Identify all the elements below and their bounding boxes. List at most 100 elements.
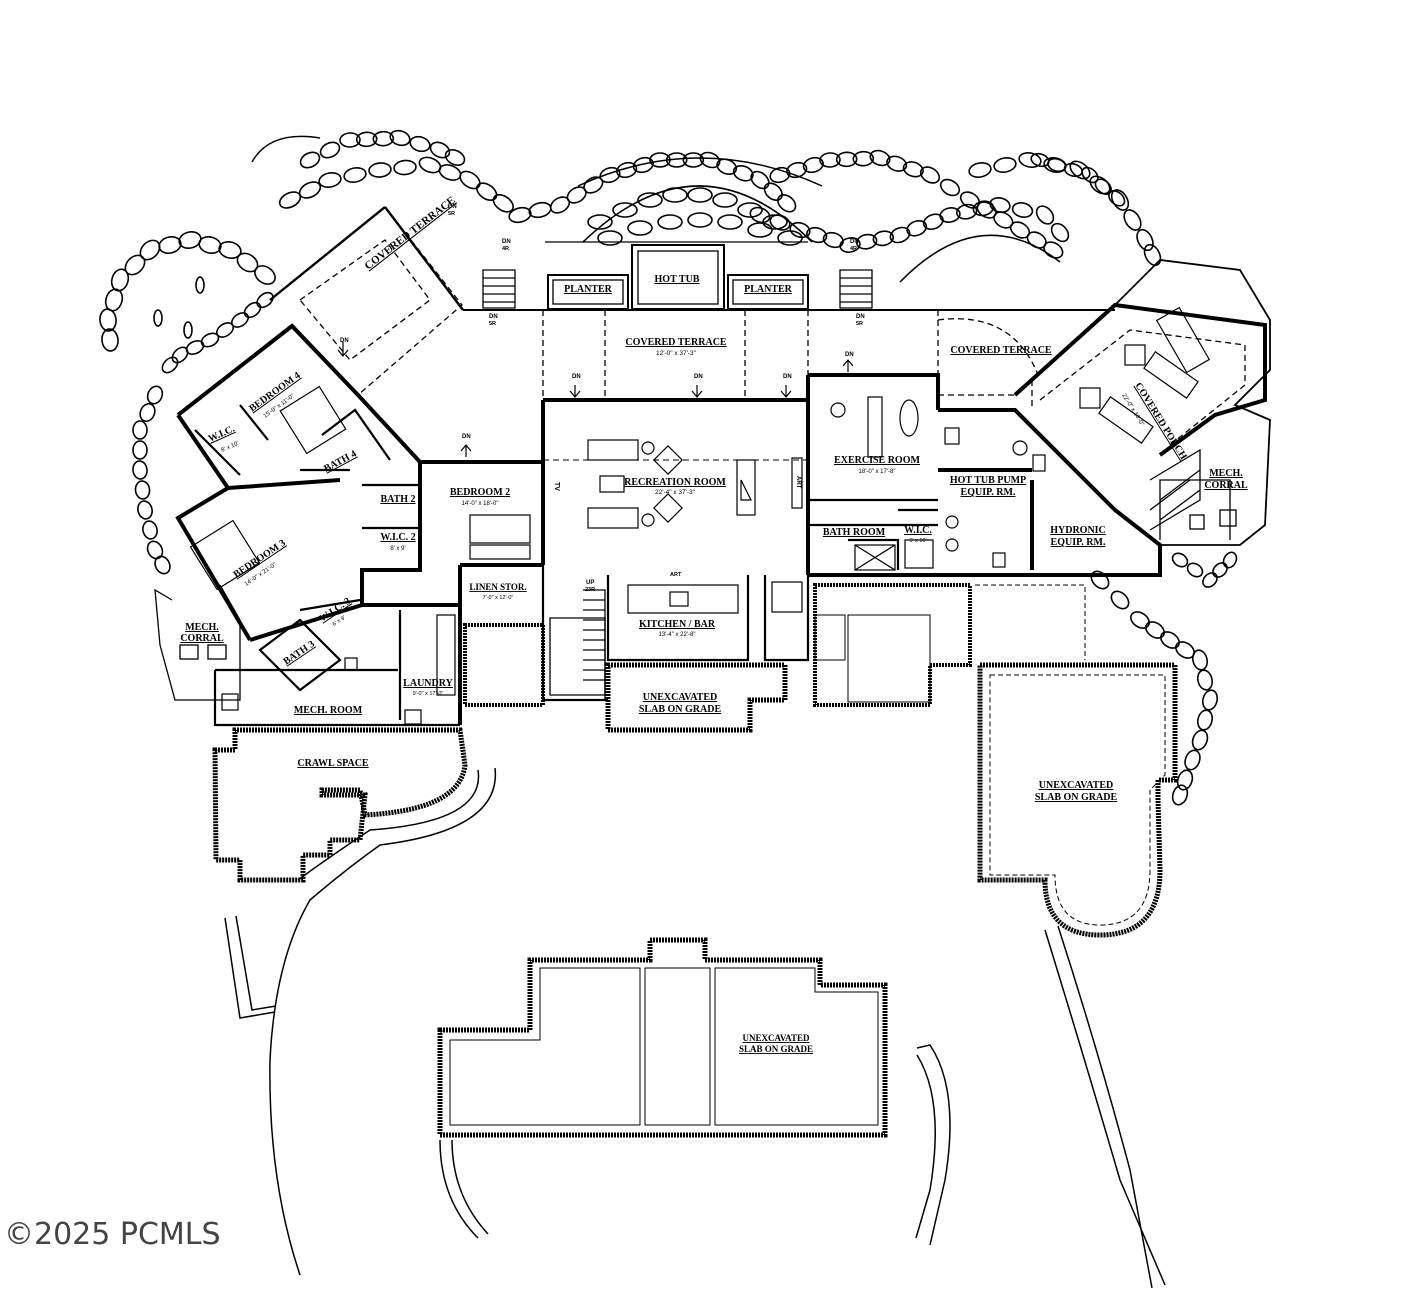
boulder (1186, 562, 1204, 578)
r5-steps-e: 5R (856, 321, 863, 327)
patio-stone (612, 202, 638, 218)
boulder (1212, 562, 1228, 578)
covered-terrace-east-label: COVERED TERRACE (950, 345, 1052, 356)
boulder (939, 207, 961, 223)
dn-exercise: DN (845, 352, 854, 358)
patio-stone (712, 192, 738, 208)
boulder (777, 194, 797, 213)
boulder (1094, 178, 1112, 195)
foundation-walls (212, 583, 1178, 1138)
interior-walls (194, 404, 938, 727)
dn-steps-n: DN (502, 239, 511, 245)
boulder (1050, 222, 1070, 243)
boulder (872, 230, 895, 247)
patio-stone (747, 222, 773, 238)
bath-room-label: BATH ROOM (823, 527, 886, 538)
boulder (1035, 205, 1055, 225)
wic-e-dim: 5' x 10' (909, 538, 926, 544)
boulder (139, 239, 161, 261)
art-label-kitchen: ART (670, 572, 682, 578)
boulder (789, 221, 811, 239)
patio-stone (717, 214, 743, 230)
boulder (256, 291, 274, 309)
boulder (732, 165, 754, 182)
boulder (749, 206, 771, 224)
exercise-dim: 18'-0" x 17'-8" (859, 469, 896, 475)
boulder (769, 166, 791, 184)
wic-e-label: W.I.C. (904, 525, 932, 536)
boulder (134, 480, 151, 500)
boulder (1123, 209, 1142, 231)
boulder (1202, 572, 1218, 588)
annotations (337, 342, 854, 457)
boulder (142, 520, 158, 540)
boulder (243, 301, 262, 319)
mech-room-label: MECH. ROOM (294, 705, 363, 716)
boulder (355, 131, 378, 148)
boulder (254, 265, 276, 285)
boulder (1171, 784, 1189, 806)
wic2-dim: 8' x 9' (390, 546, 405, 552)
boulder (459, 170, 481, 190)
patio-stone (762, 214, 788, 230)
boulder (902, 161, 924, 178)
boulder (200, 332, 220, 348)
art-label-rec: ART (795, 476, 801, 489)
boulder (1176, 769, 1194, 791)
boulder (161, 356, 179, 374)
linen-dim: 7'-0" x 12'-0" (483, 595, 514, 601)
boulder (393, 159, 417, 176)
unexcavated-south-label: UNEXCAVATED (742, 1033, 810, 1043)
bedroom2-dim: 14'-0" x 18'-0" (462, 501, 499, 507)
dn-bedroom2: DN (462, 434, 471, 440)
boulder (599, 166, 621, 184)
boulder (566, 186, 587, 204)
boulder (146, 385, 164, 405)
boulder (806, 226, 828, 244)
boulder (839, 237, 861, 253)
boulder (1043, 241, 1064, 259)
boulder (218, 240, 242, 260)
furniture (189, 306, 1211, 725)
mech-corral-e-label2: CORRAL (1204, 480, 1248, 491)
boulder (889, 226, 911, 244)
boulder (1196, 709, 1214, 731)
boulder (1143, 243, 1162, 267)
boulder (922, 213, 944, 230)
boulder (409, 135, 431, 153)
boulder (919, 166, 941, 184)
boulder (1090, 570, 1110, 590)
dn-terrace-nw: DN (340, 338, 349, 344)
exterior-walls (175, 302, 1267, 725)
room-labels: COVERED TERRACE PLANTER HOT TUB PLANTER … (180, 194, 1248, 1054)
tv-label: TV (553, 482, 560, 491)
unexcavated-south-label2: SLAB ON GRADE (739, 1044, 813, 1054)
dn-terrace-2: DN (694, 374, 703, 380)
terrace-structure (154, 185, 1271, 701)
boulder (368, 162, 392, 178)
patio-stone (627, 220, 653, 236)
boulder (137, 500, 153, 520)
boulder (819, 152, 841, 168)
boulder (835, 151, 858, 168)
patio-stone (587, 214, 613, 230)
kitchen-label: KITCHEN / BAR (639, 619, 716, 630)
r4-steps-n: 4R (502, 246, 509, 252)
boulder (319, 141, 341, 159)
planter-right-label: PLANTER (744, 284, 793, 295)
boulder (429, 141, 451, 159)
boulder (476, 182, 498, 202)
boulder (508, 206, 532, 224)
unexcavated-east-label: UNEXCAVATED (1039, 780, 1113, 791)
unexcavated-east-label2: SLAB ON GRADE (1035, 792, 1118, 803)
boulder (171, 346, 189, 364)
boulder (444, 149, 466, 166)
boulder (1191, 729, 1209, 751)
boulder (318, 172, 342, 188)
unexcavated-center-label2: SLAB ON GRADE (639, 704, 722, 715)
boulder (139, 402, 156, 423)
laundry-label: LAUNDRY (403, 678, 453, 689)
boulder (972, 200, 995, 217)
boulder (132, 460, 148, 480)
wic2-label: W.I.C. 2 (380, 532, 415, 543)
